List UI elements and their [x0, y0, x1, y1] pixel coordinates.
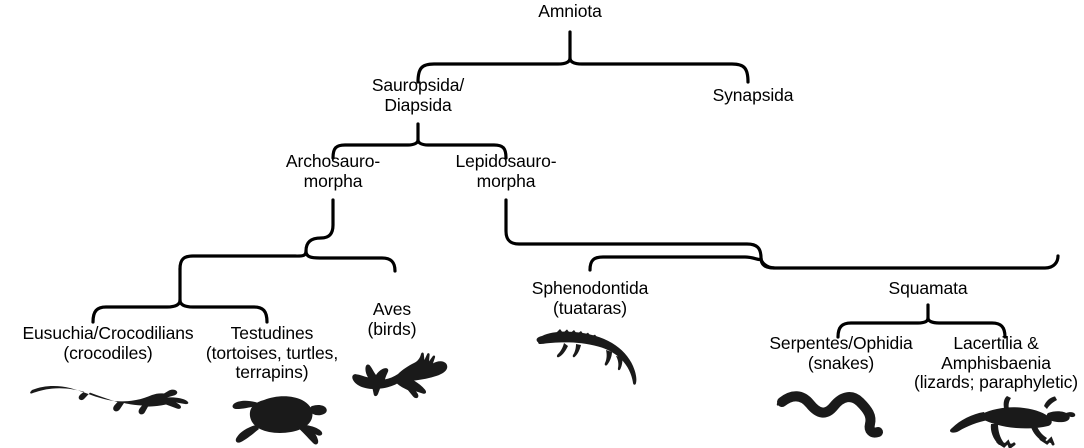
brace-lepidosauromorpha — [588, 254, 1060, 272]
leaf-label-aves: Aves (birds) — [367, 299, 417, 339]
brace-amniota — [416, 56, 750, 84]
lizard-silhouette — [948, 396, 1076, 448]
brace-croc-turtle — [91, 298, 269, 324]
node-label-synapsida: Synapsida — [712, 85, 794, 105]
leaf-label-crocodilians: Eusuchia/Crocodilians (crocodiles) — [22, 323, 194, 363]
node-label-lepidosauromorpha: Lepidosauro- morpha — [455, 151, 557, 191]
turtle-silhouette — [228, 392, 332, 446]
node-label-amniota: Amniota — [538, 1, 602, 21]
bird-silhouette — [352, 352, 450, 414]
tuatara-silhouette — [536, 328, 662, 386]
snake-silhouette — [776, 388, 902, 442]
leaf-label-lacertilia: Lacertilia & Amphisbaenia (lizards; para… — [913, 333, 1078, 393]
node-label-sauropsida-diapsida: Sauropsida/ Diapsida — [371, 75, 465, 115]
node-label-sphenodontida: Sphenodontida (tuataras) — [531, 278, 649, 318]
brace-sauropsida — [331, 138, 508, 160]
leaf-label-serpentes: Serpentes/Ophidia (snakes) — [769, 333, 913, 373]
node-label-squamata: Squamata — [888, 278, 968, 298]
node-label-archosauromorpha: Archosauro- morpha — [285, 151, 381, 191]
stem-archosauromorpha — [304, 198, 335, 253]
brace-archosauromorpha — [178, 249, 397, 273]
brace-squamata — [836, 316, 1007, 339]
leaf-label-testudines: Testudines (tortoises, turtles, terrapin… — [205, 323, 339, 383]
crocodile-silhouette — [30, 378, 190, 430]
